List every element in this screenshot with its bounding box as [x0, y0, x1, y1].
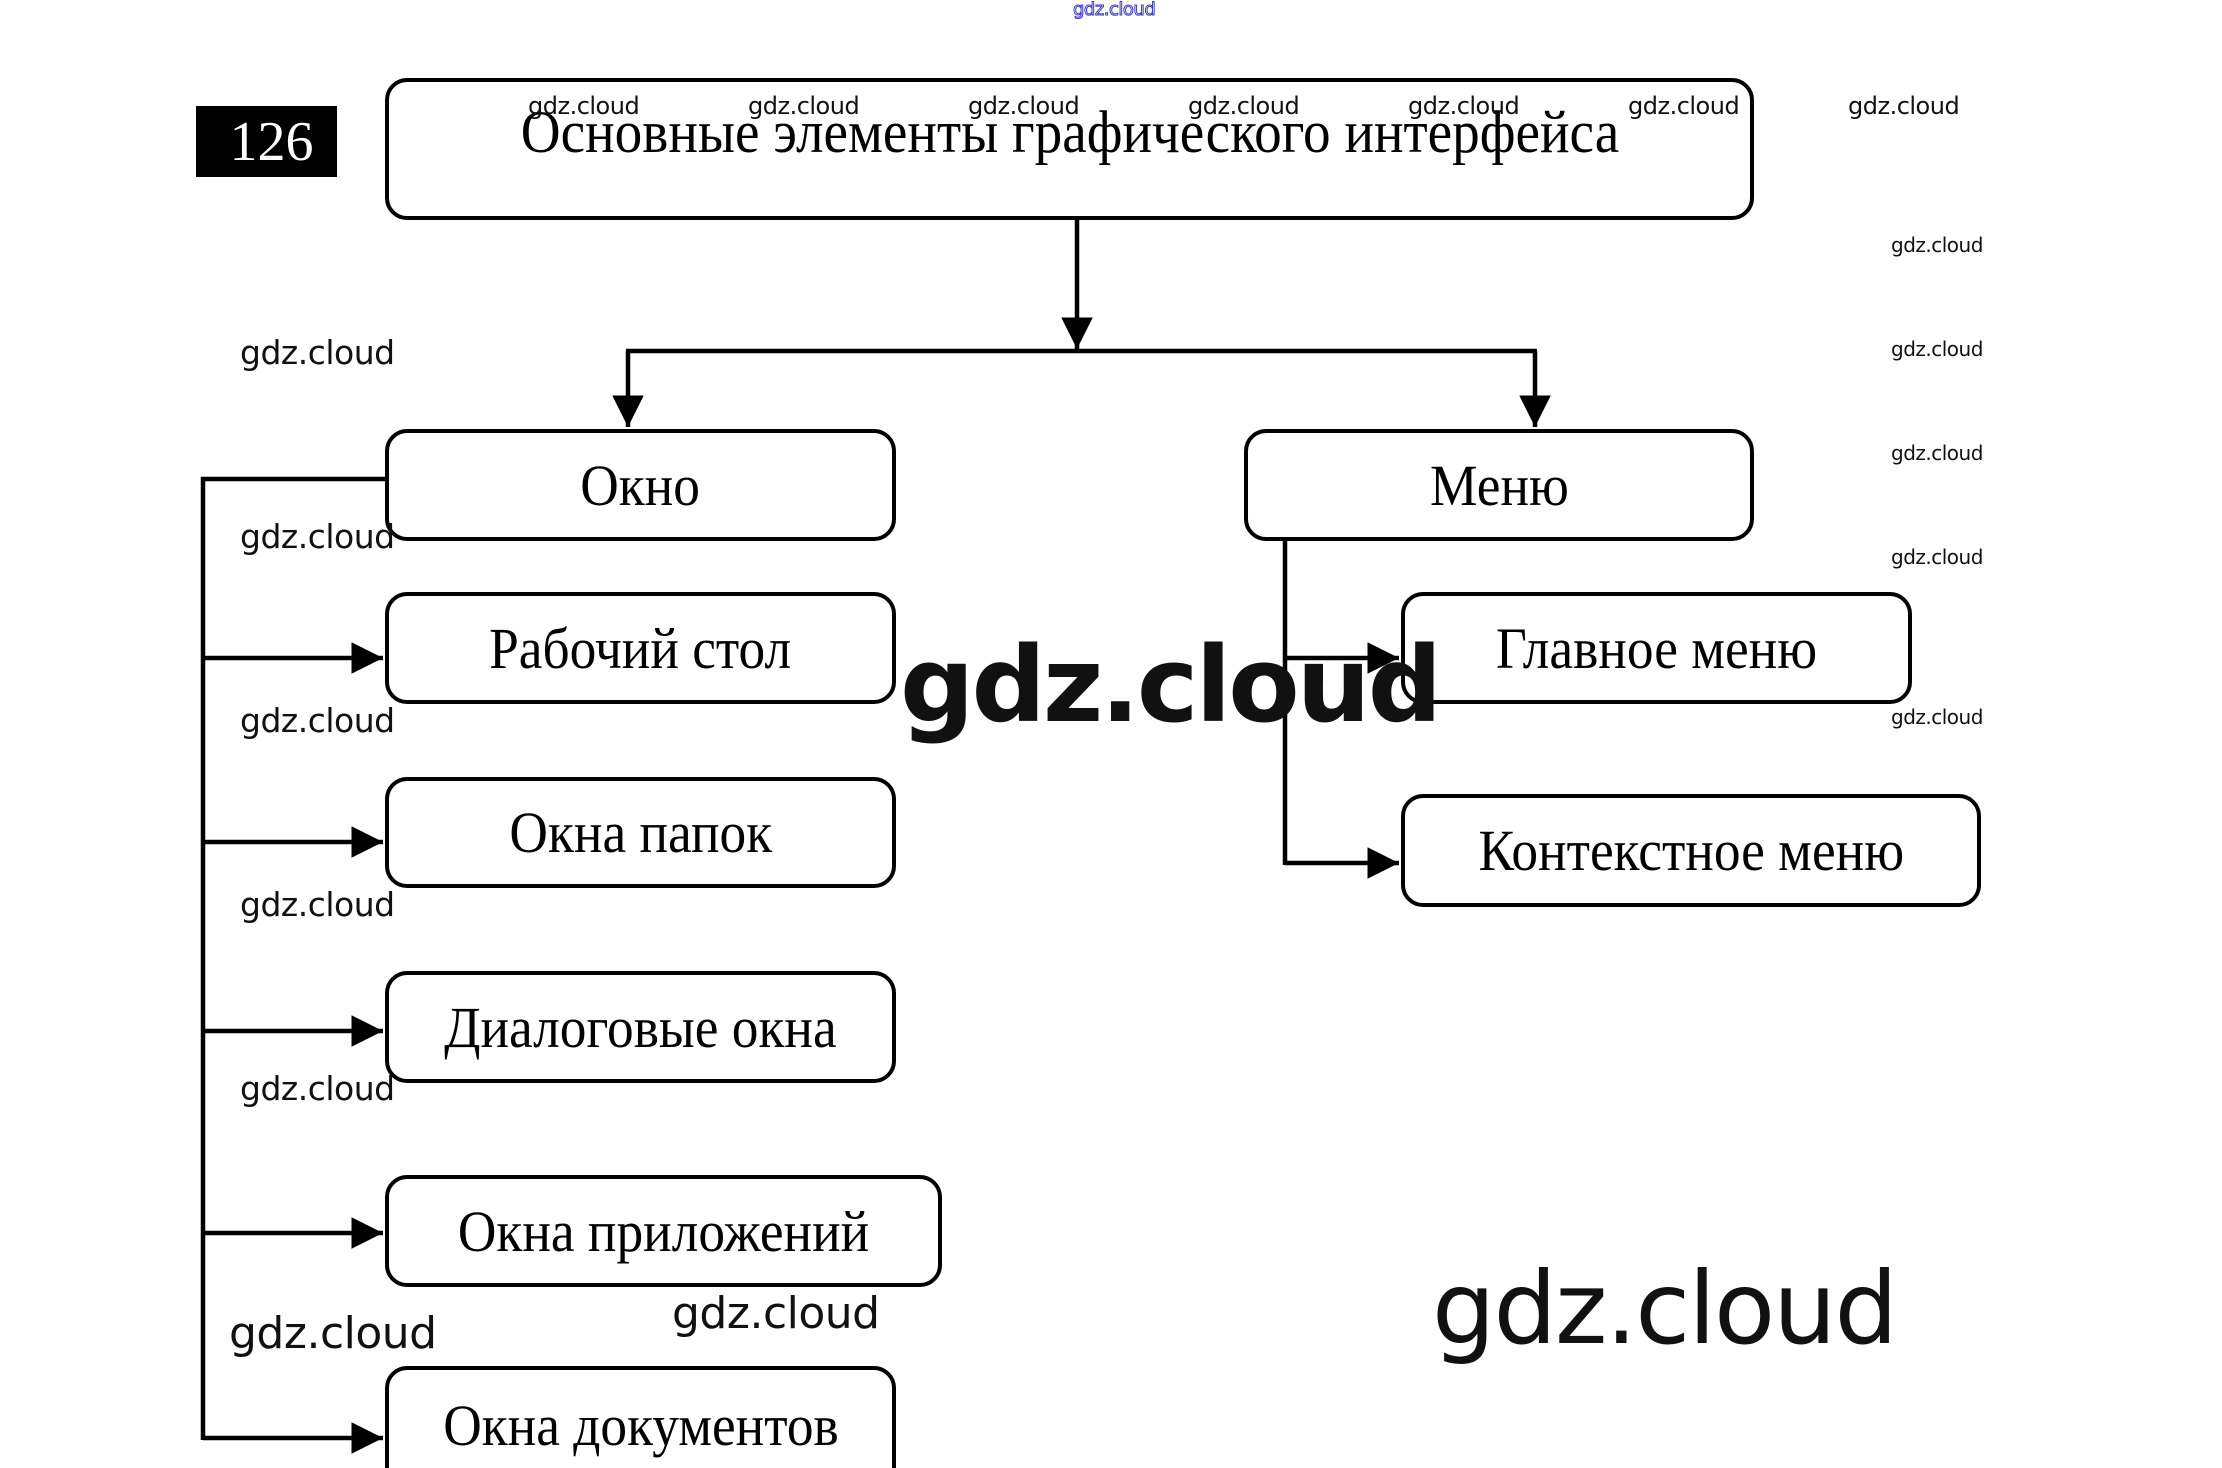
node-document-windows: Окна документов	[385, 1366, 896, 1468]
watermark: gdz.cloud	[240, 517, 395, 556]
node-folder-windows-label: Окна папок	[509, 800, 772, 865]
watermark: gdz.cloud	[1188, 92, 1300, 120]
node-document-windows-label: Окна документов	[442, 1393, 839, 1458]
watermark: gdz.cloud	[1408, 92, 1520, 120]
watermark: gdz.cloud	[1891, 545, 1983, 569]
watermark: gdz.cloud	[240, 701, 395, 740]
node-main-menu: Главное меню	[1401, 592, 1912, 704]
node-window-label: Окно	[580, 452, 701, 518]
watermark: gdz.cloud	[968, 92, 1080, 120]
node-dialog-windows: Диалоговые окна	[385, 971, 896, 1083]
node-root: Основные элементы графического интерфейс…	[385, 78, 1754, 220]
node-context-menu: Контекстное меню	[1401, 794, 1981, 907]
watermark: gdz.cloud	[240, 333, 395, 372]
watermark: gdz.cloud	[1891, 441, 1983, 465]
node-menu-label: Меню	[1429, 452, 1569, 518]
watermark: gdz.cloud	[528, 92, 640, 120]
watermark: gdz.cloud	[748, 92, 860, 120]
node-folder-windows: Окна папок	[385, 777, 896, 888]
node-desktop-label: Рабочий стол	[489, 615, 792, 681]
watermark: gdz.cloud	[1891, 337, 1983, 361]
node-main-menu-label: Главное меню	[1495, 615, 1818, 681]
node-desktop: Рабочий стол	[385, 592, 896, 704]
watermark: gdz.cloud	[1848, 92, 1960, 120]
watermark: gdz.cloud	[1891, 233, 1983, 257]
exercise-number: 126	[229, 110, 314, 173]
node-menu: Меню	[1244, 429, 1754, 541]
watermark-large: gdz.cloud	[1432, 1250, 1898, 1367]
node-dialog-windows-label: Диалоговые окна	[444, 994, 837, 1060]
node-context-menu-label: Контекстное меню	[1478, 818, 1904, 883]
watermark: gdz.cloud	[1891, 705, 1983, 729]
watermark: gdz.cloud	[240, 885, 395, 924]
watermark: gdz.cloud	[240, 1069, 395, 1108]
watermark: gdz.cloud	[672, 1288, 880, 1339]
watermark: gdz.cloud	[1072, 0, 1156, 21]
exercise-number-badge: 126	[196, 106, 337, 177]
node-application-windows: Окна приложений	[385, 1175, 942, 1287]
watermark: gdz.cloud	[1628, 92, 1740, 120]
node-root-label: Основные элементы графического интерфейс…	[520, 99, 1619, 165]
watermark-large: gdz.cloud	[900, 624, 1442, 746]
node-application-windows-label: Окна приложений	[457, 1198, 870, 1264]
watermark: gdz.cloud	[229, 1308, 437, 1359]
node-window: Окно	[385, 429, 896, 541]
